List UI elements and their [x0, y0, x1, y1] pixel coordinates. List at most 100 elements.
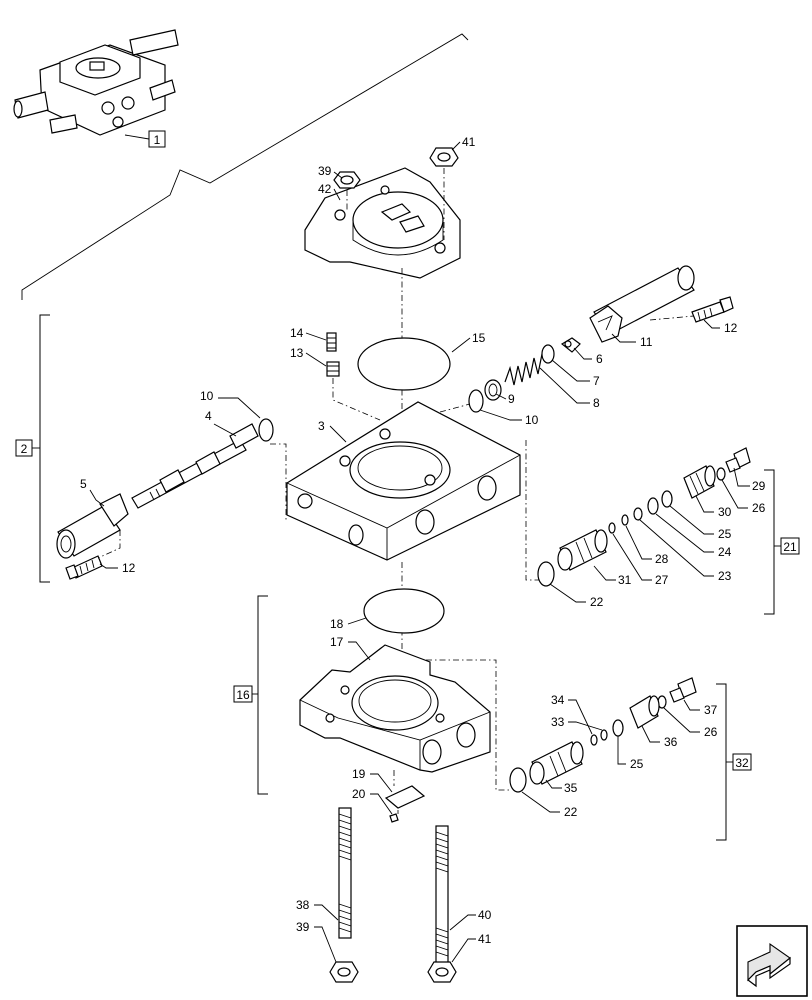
callout-37: 37 — [704, 703, 718, 717]
seal-26-a — [716, 467, 726, 481]
nut-41-bottom — [427, 961, 457, 983]
callout-32: 32 — [735, 756, 749, 770]
stud-40 — [435, 825, 449, 967]
callout-26-b: 26 — [704, 725, 718, 739]
callout-4: 4 — [205, 409, 212, 423]
callout-42: 42 — [318, 182, 332, 196]
screw-12-left — [65, 555, 103, 580]
ring-28 — [621, 514, 629, 526]
spool-4 — [131, 423, 259, 509]
callout-39-bottom: 39 — [296, 920, 310, 934]
spool-31 — [557, 529, 608, 571]
callout-41-bottom: 41 — [478, 932, 492, 946]
callout-19: 19 — [352, 767, 366, 781]
callout-7: 7 — [593, 374, 600, 388]
cap-6 — [560, 337, 581, 353]
callout-29: 29 — [752, 479, 766, 493]
callout-12-left: 12 — [122, 561, 136, 575]
callout-8: 8 — [593, 396, 600, 410]
callout-13: 13 — [290, 346, 304, 360]
bracket-32 — [716, 683, 727, 841]
callout-38: 38 — [296, 898, 310, 912]
ring-33 — [600, 729, 608, 741]
fitting-29 — [725, 447, 751, 473]
ring-24 — [647, 497, 659, 515]
callout-35: 35 — [564, 781, 578, 795]
callout-1: 1 — [154, 133, 161, 147]
callout-34: 34 — [551, 693, 565, 707]
callout-10-left: 10 — [200, 389, 214, 403]
callout-40: 40 — [478, 908, 492, 922]
top-cover-42 — [304, 167, 461, 279]
o-ring-22-b — [509, 767, 527, 793]
callout-17: 17 — [330, 635, 344, 649]
section-break-line — [21, 33, 469, 300]
callout-box-32 — [732, 753, 752, 771]
body-17 — [299, 644, 491, 773]
nut-39-bottom — [329, 961, 359, 983]
callout-25-a: 25 — [718, 527, 732, 541]
ring-23 — [633, 507, 643, 521]
callout-6: 6 — [596, 352, 603, 366]
nut-41-top — [429, 147, 459, 167]
ring-25 — [661, 490, 673, 508]
next-page-arrow-icon[interactable] — [736, 925, 808, 997]
plate-19 — [384, 785, 426, 809]
callout-12-right: 12 — [724, 321, 738, 335]
screw-12-right — [691, 296, 734, 323]
fitting-37 — [669, 677, 697, 703]
callout-16: 16 — [236, 688, 250, 702]
o-ring-10-right — [468, 389, 484, 413]
callout-26-a: 26 — [752, 501, 766, 515]
washer-7 — [541, 344, 555, 364]
ring-27 — [608, 522, 616, 534]
plug-14 — [326, 332, 337, 352]
o-ring-22-a — [537, 561, 555, 587]
valve-body-3 — [286, 401, 521, 561]
stud-38 — [338, 807, 352, 939]
callout-25-b: 25 — [630, 757, 644, 771]
callout-box-2 — [15, 439, 33, 457]
bracket-16 — [257, 595, 268, 795]
callout-20: 20 — [352, 787, 366, 801]
spool-35 — [529, 741, 584, 785]
callout-21: 21 — [783, 540, 797, 554]
callout-28: 28 — [655, 552, 669, 566]
callout-5: 5 — [80, 477, 87, 491]
plug-30 — [683, 465, 716, 499]
callout-9: 9 — [508, 392, 515, 406]
callout-14: 14 — [290, 326, 304, 340]
callout-box-21 — [780, 537, 800, 555]
screw-13 — [326, 361, 340, 377]
o-ring-15 — [357, 337, 451, 391]
o-ring-10-left — [258, 418, 274, 442]
callout-22-a: 22 — [590, 595, 604, 609]
ring-34 — [590, 734, 598, 746]
ring-25-b — [612, 719, 624, 737]
callout-30: 30 — [718, 505, 732, 519]
callout-41-top: 41 — [462, 135, 476, 149]
cover-11 — [589, 265, 695, 343]
callout-27: 27 — [655, 573, 669, 587]
callout-11: 11 — [640, 335, 653, 349]
callout-33: 33 — [551, 715, 565, 729]
callout-31: 31 — [618, 573, 632, 587]
callout-36: 36 — [664, 735, 678, 749]
spring-8 — [504, 353, 543, 386]
callout-2: 2 — [21, 442, 28, 456]
callout-15: 15 — [472, 331, 486, 345]
callout-10-right: 10 — [525, 413, 539, 427]
screw-20 — [389, 813, 399, 823]
o-ring-18 — [363, 588, 445, 634]
callout-22-b: 22 — [564, 805, 578, 819]
valve-assembly-thumbnail — [13, 29, 179, 136]
cap-5 — [56, 493, 129, 559]
callout-18: 18 — [330, 617, 344, 631]
plug-36 — [629, 695, 660, 729]
callout-box-16 — [233, 685, 253, 703]
washer-9 — [484, 379, 502, 401]
callout-23: 23 — [718, 569, 732, 583]
nut-39-top — [333, 171, 361, 189]
bracket-21 — [764, 469, 775, 615]
